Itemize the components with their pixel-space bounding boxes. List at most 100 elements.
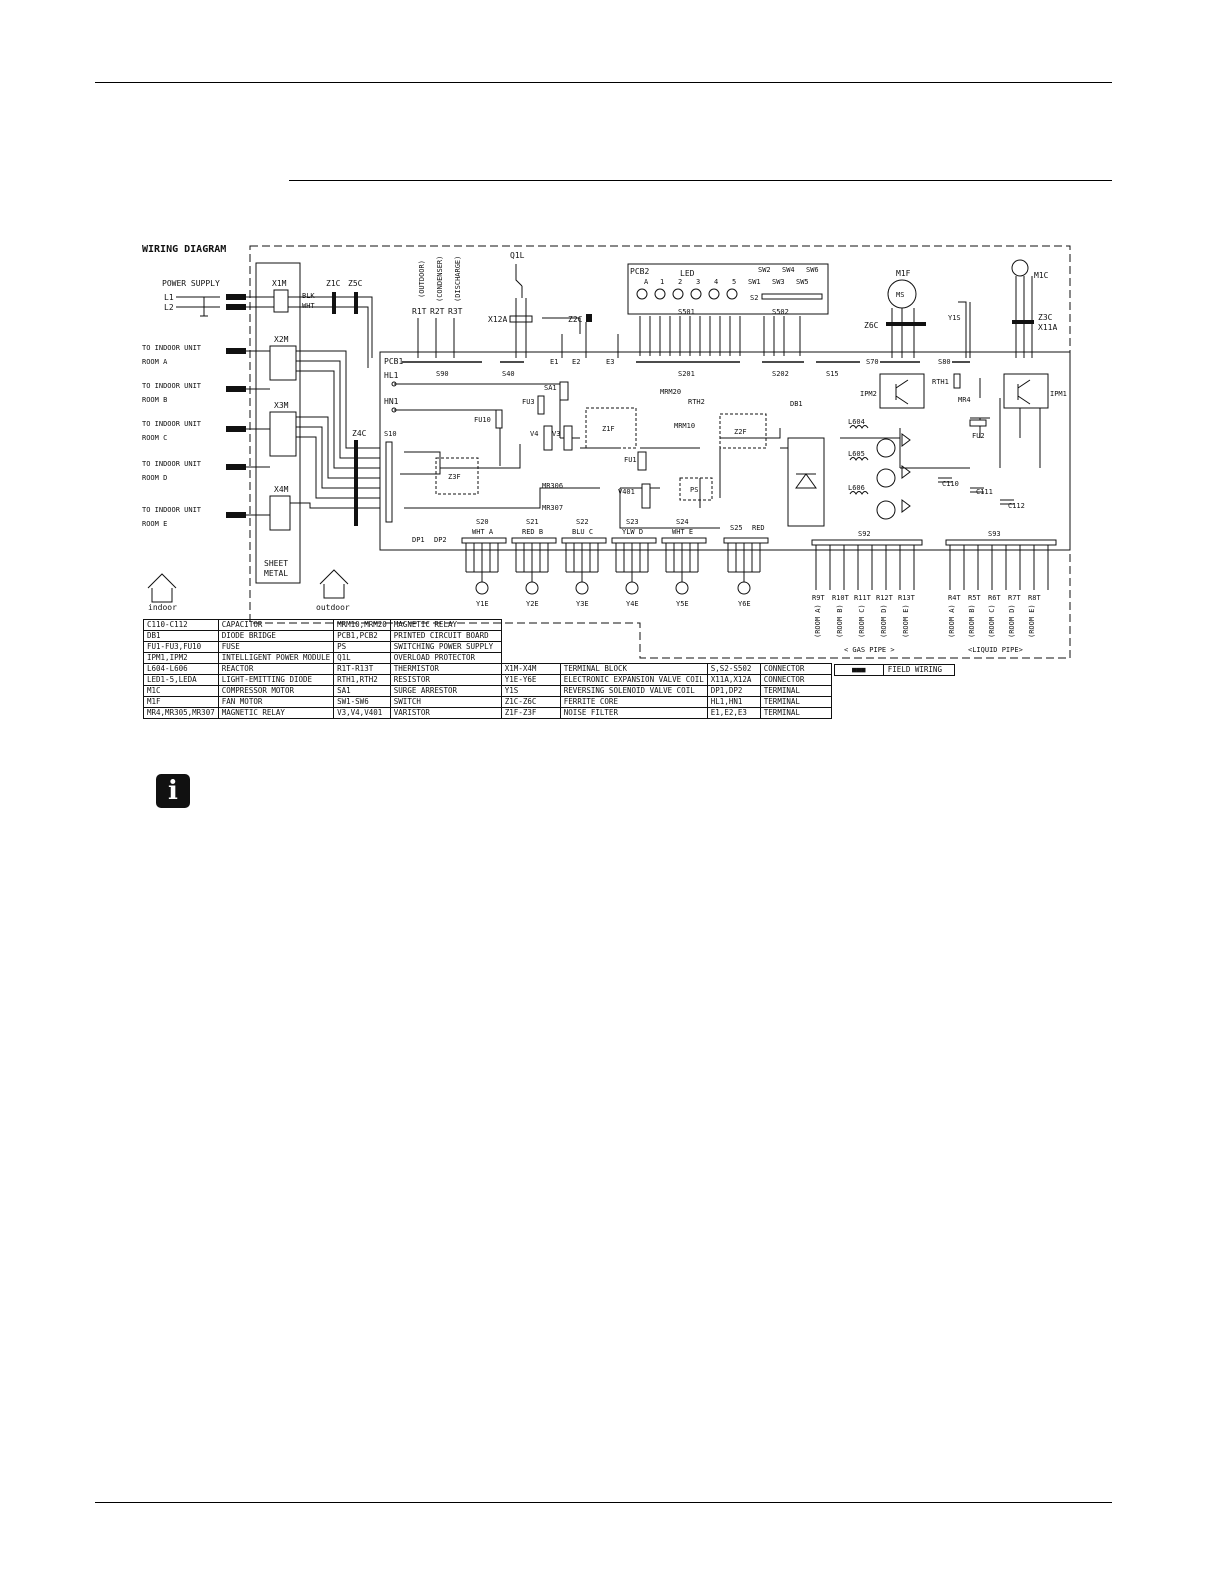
- resistor-rth1-label: RTH1: [932, 378, 949, 386]
- legend-code: RTH1,RTH2: [333, 674, 391, 686]
- svg-text:ROOM D: ROOM D: [142, 474, 167, 482]
- l2-label: L2: [164, 303, 174, 312]
- legend-code: SW1-SW6: [333, 696, 391, 708]
- led-num: 4: [714, 278, 718, 286]
- gas-thermistors: R9T R10T R11T R12T R13T (ROOM A) (ROOM B…: [812, 545, 916, 638]
- legend-desc: ELECTRONIC EXPANSION VALVE COIL: [559, 674, 708, 686]
- terminal-e1: E1: [550, 358, 558, 366]
- terminal-dp2: DP2: [434, 536, 447, 544]
- fan-leads: [891, 308, 915, 358]
- ferrite-core-mark: [1012, 320, 1034, 324]
- ferrite-z5c: Z5C: [348, 279, 363, 288]
- legend-desc: CONNECTOR: [759, 674, 832, 686]
- switch-label: SW6: [806, 266, 819, 274]
- legend-desc: REACTOR: [217, 663, 335, 675]
- legend-desc: SWITCH: [389, 696, 502, 708]
- svg-text:(ROOM A): (ROOM A): [814, 604, 822, 638]
- liquid-pipe-label: <LIQUID PIPE>: [968, 646, 1023, 654]
- ferrite-core-mark: [354, 292, 358, 314]
- gas-pipe-label: < GAS PIPE >: [844, 646, 895, 654]
- compressor-circle: [1011, 259, 1029, 277]
- thermistor-role: (DISCHARGE): [454, 256, 462, 302]
- reactor-l605: L605: [848, 450, 865, 458]
- top-rule: [95, 82, 1112, 83]
- switch-label: SW1: [748, 278, 761, 286]
- overload-q1l: Q1L: [510, 251, 525, 260]
- pcb2-leads: [639, 316, 801, 356]
- ferrite-core-mark: [332, 292, 336, 314]
- fuse-fu2-label: FU2: [972, 432, 985, 440]
- legend-desc: INTELLIGENT POWER MODULE: [217, 652, 335, 664]
- legend-desc: DIODE BRIDGE: [217, 630, 335, 642]
- svg-text:ROOM E: ROOM E: [142, 520, 167, 528]
- legend-code: E1,E2,E3: [706, 707, 761, 719]
- svg-text:S23: S23: [626, 518, 639, 526]
- q1l-symbol: [515, 264, 523, 298]
- ipm1-transistor: [1017, 379, 1031, 405]
- outdoor-unit-boundary: [249, 245, 1071, 659]
- pcb2-label: PCB2: [630, 267, 649, 276]
- terminal-e2: E2: [572, 358, 580, 366]
- capacitor-plates: [938, 477, 1014, 505]
- legend-code: IPM1,IPM2: [143, 652, 219, 664]
- svg-text:S25: S25: [730, 524, 743, 532]
- legend-desc: TERMINAL: [759, 696, 832, 708]
- noise-filter-z1f: [585, 407, 637, 449]
- connector-x12a-box: [509, 315, 533, 323]
- legend-code: DB1: [143, 630, 219, 642]
- terminal-x1m: X1M: [272, 279, 287, 288]
- relay-mrm10: MRM10: [674, 422, 695, 430]
- indoor-unit-d: TO INDOOR UNIT ROOM D: [142, 460, 246, 482]
- legend-desc: TERMINAL BLOCK: [559, 663, 708, 675]
- legend-row: LED1-5,LEDA LIGHT-EMITTING DIODE RTH1,RT…: [143, 674, 832, 686]
- liquid-thermistors: R4T R5T R6T R7T R8T (ROOM A) (ROOM B) (R…: [948, 545, 1049, 638]
- svg-text:Y6E: Y6E: [738, 600, 751, 608]
- indoor-house-icon: [147, 573, 177, 603]
- led-num: 3: [696, 278, 700, 286]
- svg-text:TO INDOOR UNIT: TO INDOOR UNIT: [142, 506, 202, 514]
- legend-desc: PRINTED CIRCUIT BOARD: [389, 630, 502, 642]
- connector-s201: S201: [678, 370, 695, 378]
- terminal-block: [269, 345, 297, 381]
- fan-motor-ms: MS: [896, 291, 904, 299]
- svg-text:Y2E: Y2E: [526, 600, 539, 608]
- transistor-row: [876, 438, 896, 520]
- legend-code: MRM10,MRM20: [333, 619, 391, 631]
- svg-text:WHT E: WHT E: [672, 528, 693, 536]
- indoor-unit-e: TO INDOOR UNIT ROOM E: [142, 506, 246, 528]
- legend-desc: THERMISTOR: [389, 663, 502, 675]
- indoor-label: indoor: [148, 603, 177, 612]
- connector-s92: S92: [858, 530, 871, 538]
- svg-text:S21: S21: [526, 518, 539, 526]
- connector-s502: S502: [772, 308, 789, 316]
- motor-y5e: S24 WHT E Y5E: [661, 518, 707, 608]
- svg-text:R5T: R5T: [968, 594, 981, 602]
- switch-label: SW3: [772, 278, 785, 286]
- connector-s40: S40: [502, 370, 515, 378]
- varistor-v401-label: V401: [618, 488, 635, 496]
- reactor-l606: L606: [848, 484, 865, 492]
- svg-text:Y3E: Y3E: [576, 600, 589, 608]
- legend-code: HL1,HN1: [706, 696, 761, 708]
- surge-sa1-label: SA1: [544, 384, 557, 392]
- svg-text:(ROOM B): (ROOM B): [836, 604, 844, 638]
- svg-text:R8T: R8T: [1028, 594, 1041, 602]
- fan-motor-m1f: M1F: [896, 269, 911, 278]
- legend-code: FU1-FU3,FU10: [143, 641, 219, 653]
- terminal-x3m: X3M: [274, 401, 289, 410]
- svg-text:TO INDOOR UNIT: TO INDOOR UNIT: [142, 460, 202, 468]
- svg-text:(ROOM E): (ROOM E): [902, 604, 910, 638]
- legend-desc: COMPRESSOR MOTOR: [217, 685, 335, 697]
- cap-c110: C110: [942, 480, 959, 488]
- svg-text:R11T: R11T: [854, 594, 872, 602]
- legend-code: C110-C112: [143, 619, 219, 631]
- relay-mrm20: MRM20: [660, 388, 681, 396]
- s93-connector: [945, 539, 1057, 546]
- legend-desc: MAGNETIC RELAY: [217, 707, 335, 719]
- ferrite-core-mark: [354, 440, 358, 526]
- ipm2-transistor: [895, 379, 909, 405]
- sheet-metal-text: METAL: [264, 569, 288, 578]
- s2-connector: [761, 293, 823, 300]
- legend-desc: LIGHT-EMITTING DIODE: [217, 674, 335, 686]
- svg-text:(ROOM C): (ROOM C): [988, 604, 996, 638]
